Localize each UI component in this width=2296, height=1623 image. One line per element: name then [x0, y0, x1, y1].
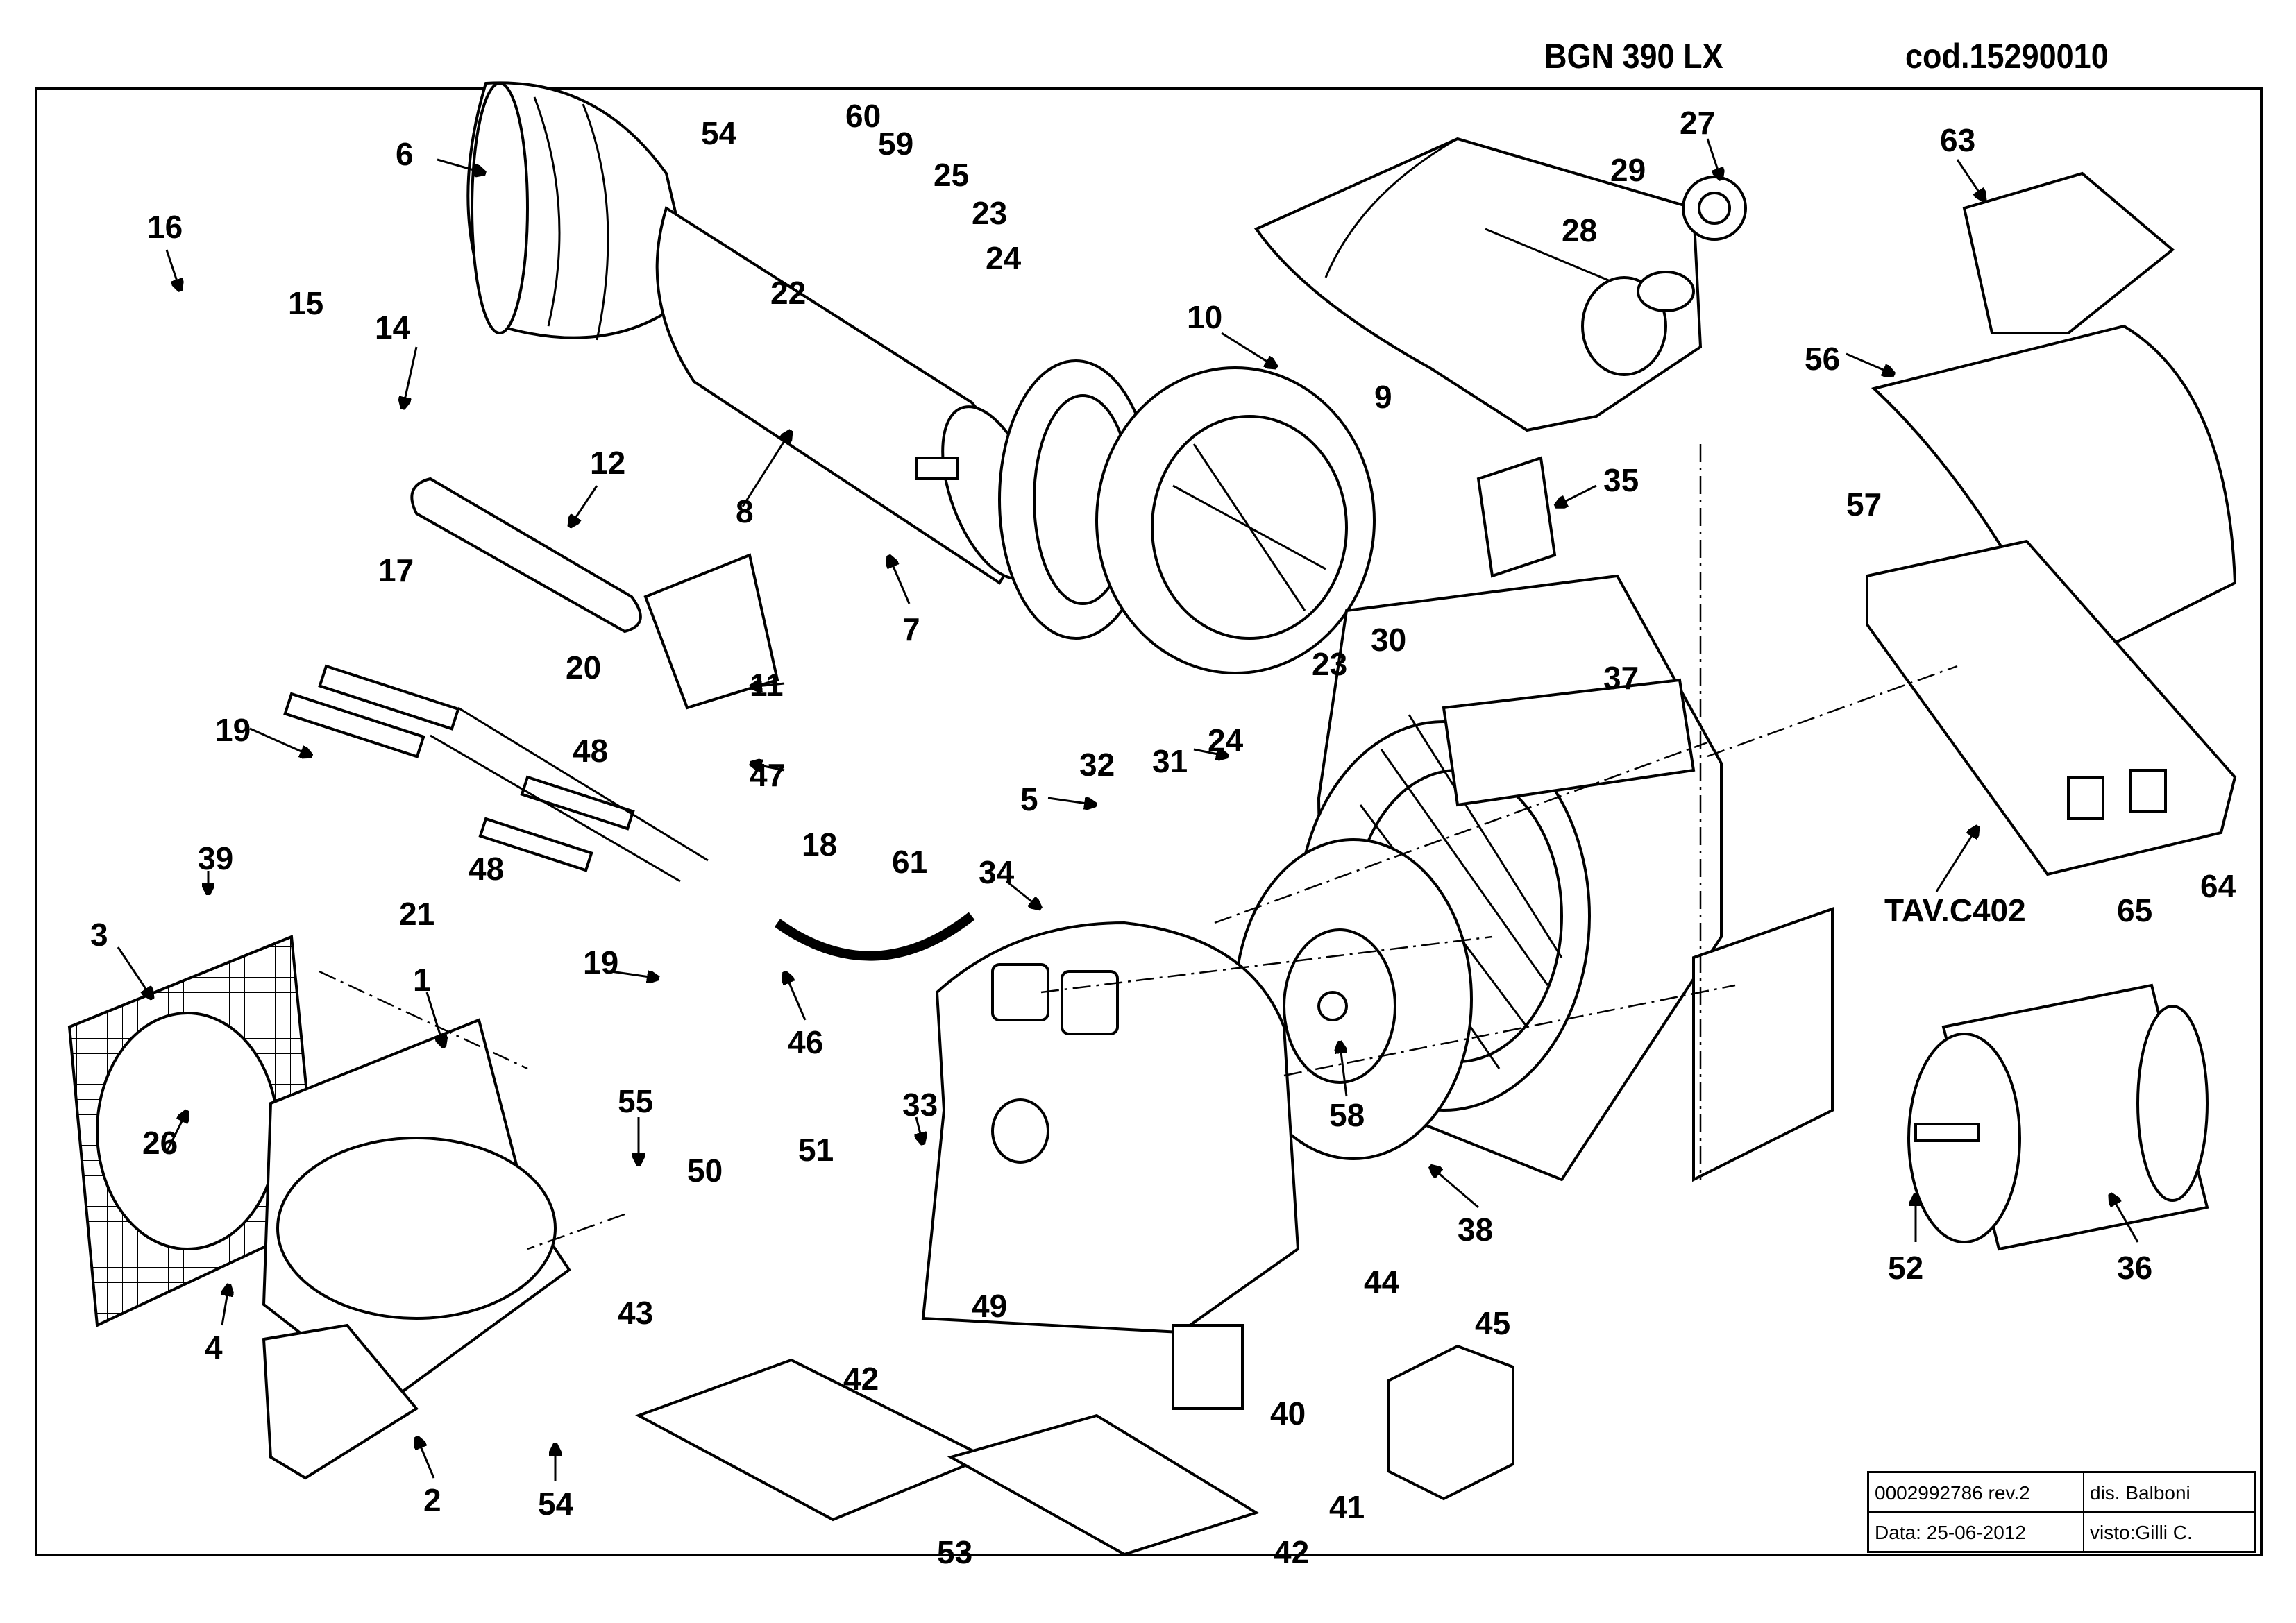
label-part-40: 40 [1270, 1395, 1306, 1431]
label-part-60: 60 [845, 98, 881, 134]
label-part-35: 35 [1603, 462, 1639, 498]
label-part-39: 39 [198, 840, 234, 876]
label-part-23-mid: 23 [1312, 646, 1348, 682]
label-part-6: 6 [396, 136, 414, 172]
label-part-21: 21 [399, 896, 435, 932]
label-part-61: 61 [892, 844, 928, 880]
checked-by: visto:Gilli C. [2090, 1522, 2193, 1543]
label-part-65: 65 [2117, 892, 2153, 928]
part-code: cod.15290010 [1905, 37, 2109, 76]
label-part-48-lower: 48 [469, 851, 505, 887]
fan-cover [1234, 838, 1473, 1160]
drawn-by: dis. Balboni [2084, 1473, 2254, 1513]
label-part-57: 57 [1846, 486, 1882, 522]
label-part-53: 53 [937, 1534, 973, 1570]
label-part-2: 2 [423, 1482, 441, 1518]
label-part-44: 44 [1364, 1264, 1400, 1300]
burner-flange [262, 1018, 571, 1480]
label-part-24-top: 24 [986, 240, 1022, 276]
label-part-63: 63 [1940, 122, 1976, 158]
electrode-assembly [283, 664, 709, 883]
motor-mount-plate [1692, 907, 1834, 1182]
top-cover [1253, 137, 1747, 432]
label-part-41: 41 [1329, 1489, 1365, 1525]
front-cover-panel [921, 921, 1300, 1410]
bottom-cover [947, 1413, 1260, 1556]
label-part-14: 14 [375, 309, 411, 346]
label-part-54-bottom: 54 [538, 1486, 574, 1522]
label-part-30: 30 [1371, 622, 1407, 658]
label-part-19-left: 19 [215, 712, 251, 748]
label-part-59: 59 [878, 126, 914, 162]
label-part-36: 36 [2117, 1250, 2153, 1286]
nozzle-holder-tube [410, 477, 779, 710]
label-part-16: 16 [147, 209, 183, 245]
label-part-64: 64 [2200, 868, 2236, 904]
electric-motor [1907, 983, 2209, 1251]
flame-tube-head [466, 81, 696, 341]
label-part-51: 51 [798, 1132, 834, 1168]
label-part-52: 52 [1888, 1250, 1924, 1286]
mounting-gasket [67, 935, 321, 1328]
label-part-4: 4 [205, 1329, 223, 1366]
cable [774, 912, 975, 961]
label-part-49: 49 [972, 1288, 1008, 1324]
electrical-box [1866, 171, 2237, 876]
transformer-box [1387, 1344, 1514, 1501]
doc-number: 0002992786 rev.2 [1869, 1473, 2084, 1513]
label-part-17: 17 [378, 552, 414, 588]
label-part-48-upper: 48 [573, 733, 609, 769]
drawing-frame [35, 87, 2263, 1556]
label-part-43: 43 [618, 1295, 654, 1331]
air-box-ring [1095, 366, 1376, 674]
label-part-22: 22 [770, 275, 807, 311]
pump-component [1476, 456, 1557, 578]
label-part-46: 46 [788, 1024, 824, 1060]
label-part-38: 38 [1458, 1212, 1494, 1248]
label-part-32: 32 [1079, 747, 1115, 783]
label-part-42-mid: 42 [843, 1361, 879, 1397]
label-part-20: 20 [566, 649, 602, 686]
title-block: 0002992786 rev.2 dis. Balboni Data: 25-0… [1867, 1471, 2256, 1553]
label-part-55: 55 [618, 1083, 654, 1119]
label-part-12: 12 [590, 445, 626, 481]
label-part-29: 29 [1610, 152, 1646, 188]
label-part-28: 28 [1562, 212, 1598, 248]
label-part-37: 37 [1603, 660, 1639, 696]
label-part-34: 34 [979, 854, 1015, 890]
label-part-9: 9 [1374, 379, 1392, 415]
label-part-56: 56 [1805, 341, 1841, 377]
label-part-50: 50 [687, 1153, 723, 1189]
model-title: BGN 390 LX [1544, 37, 1723, 76]
label-part-45: 45 [1475, 1305, 1511, 1341]
label-part-23-top: 23 [972, 195, 1008, 231]
label-part-33: 33 [902, 1087, 938, 1123]
label-part-1: 1 [413, 962, 431, 998]
label-part-54-top: 54 [701, 115, 737, 151]
label-part-10: 10 [1187, 299, 1223, 335]
label-part-15: 15 [288, 285, 324, 321]
label-part-25: 25 [934, 157, 970, 193]
label-part-5: 5 [1020, 781, 1038, 817]
label-part-42-bottom: 42 [1274, 1534, 1310, 1570]
label-part-19-right: 19 [583, 944, 619, 980]
label-part-27: 27 [1680, 105, 1716, 141]
label-part-7: 7 [902, 611, 920, 647]
label-part-3: 3 [90, 917, 108, 953]
label-part-8: 8 [736, 493, 754, 529]
label-part-31: 31 [1152, 743, 1188, 779]
assembly-lines [319, 444, 1958, 1250]
label-ref-tav-c402: TAV.C402 [1884, 892, 2026, 928]
label-part-58: 58 [1329, 1097, 1365, 1133]
date: Data: 25-06-2012 [1869, 1513, 2084, 1552]
label-part-18: 18 [802, 826, 838, 863]
